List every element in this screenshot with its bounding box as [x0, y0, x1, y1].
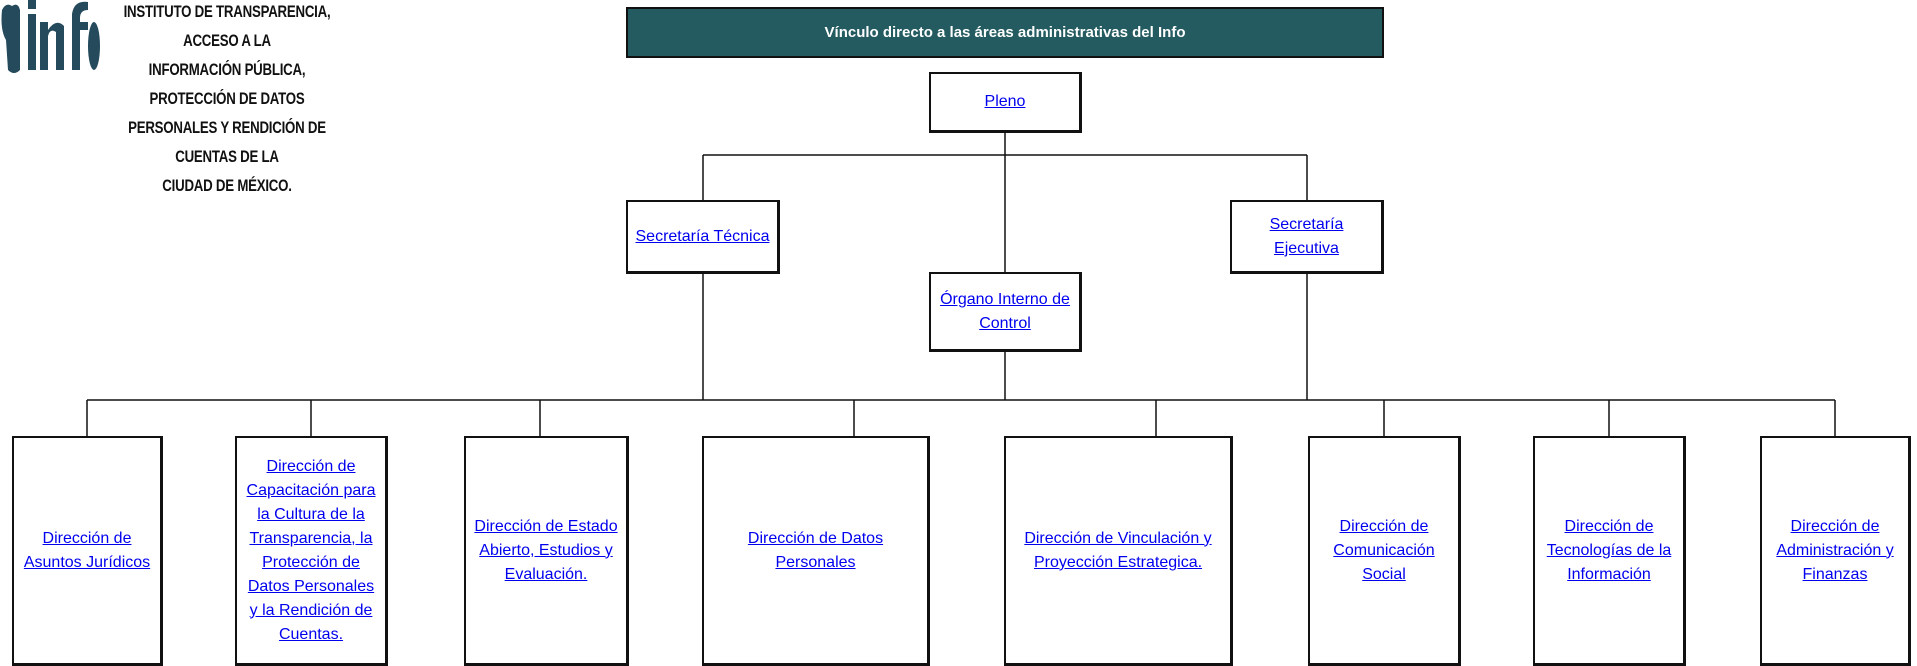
institution-name: INSTITUTO DE TRANSPARENCIA, ACCESO A LA …	[123, 2, 331, 195]
pleno-link[interactable]: Pleno	[984, 93, 1026, 110]
direccion-link[interactable]: Dirección de Datos Personales	[747, 529, 884, 571]
person-silhouette-icon	[1, 0, 100, 74]
node-secretaria-tecnica: Secretaría Técnica	[626, 200, 780, 274]
secretaria-tecnica-link[interactable]: Secretaría Técnica	[635, 227, 770, 245]
secretaria-ejecutiva-link[interactable]: Secretaría Ejecutiva	[1269, 215, 1344, 257]
node-direccion-administracion: Dirección de Administración y Finanzas	[1760, 436, 1911, 666]
info-logo	[0, 0, 100, 80]
direccion-link[interactable]: Dirección de Administración y Finanzas	[1776, 517, 1894, 583]
direccion-link[interactable]: Dirección de Capacitación para la Cultur…	[246, 457, 376, 643]
node-secretaria-ejecutiva: Secretaría Ejecutiva	[1230, 200, 1384, 274]
node-organo-interno: Órgano Interno de Control	[929, 272, 1082, 352]
page-title-banner: Vínculo directo a las áreas administrati…	[626, 7, 1384, 58]
node-direccion-vinculacion: Dirección de Vinculación y Proyección Es…	[1004, 436, 1233, 666]
node-direccion-capacitacion: Dirección de Capacitación para la Cultur…	[235, 436, 388, 666]
direccion-link[interactable]: Dirección de Comunicación Social	[1333, 517, 1435, 583]
node-direccion-comunicacion-social: Dirección de Comunicación Social	[1308, 436, 1461, 666]
node-direccion-estado-abierto: Dirección de Estado Abierto, Estudios y …	[464, 436, 629, 666]
node-direccion-tecnologias: Dirección de Tecnologías de la Informaci…	[1533, 436, 1686, 666]
direccion-link[interactable]: Dirección de Tecnologías de la Informaci…	[1546, 517, 1672, 583]
node-direccion-datos-personales: Dirección de Datos Personales	[702, 436, 930, 666]
organo-interno-link[interactable]: Órgano Interno de Control	[940, 290, 1070, 332]
node-pleno: Pleno	[929, 72, 1082, 133]
direccion-link[interactable]: Dirección de Asuntos Jurídicos	[23, 529, 151, 571]
direccion-link[interactable]: Dirección de Vinculación y Proyección Es…	[1024, 529, 1212, 571]
node-direccion-asuntos-juridicos: Dirección de Asuntos Jurídicos	[12, 436, 163, 666]
page-title: Vínculo directo a las áreas administrati…	[824, 24, 1186, 41]
direccion-link[interactable]: Dirección de Estado Abierto, Estudios y …	[474, 517, 618, 583]
